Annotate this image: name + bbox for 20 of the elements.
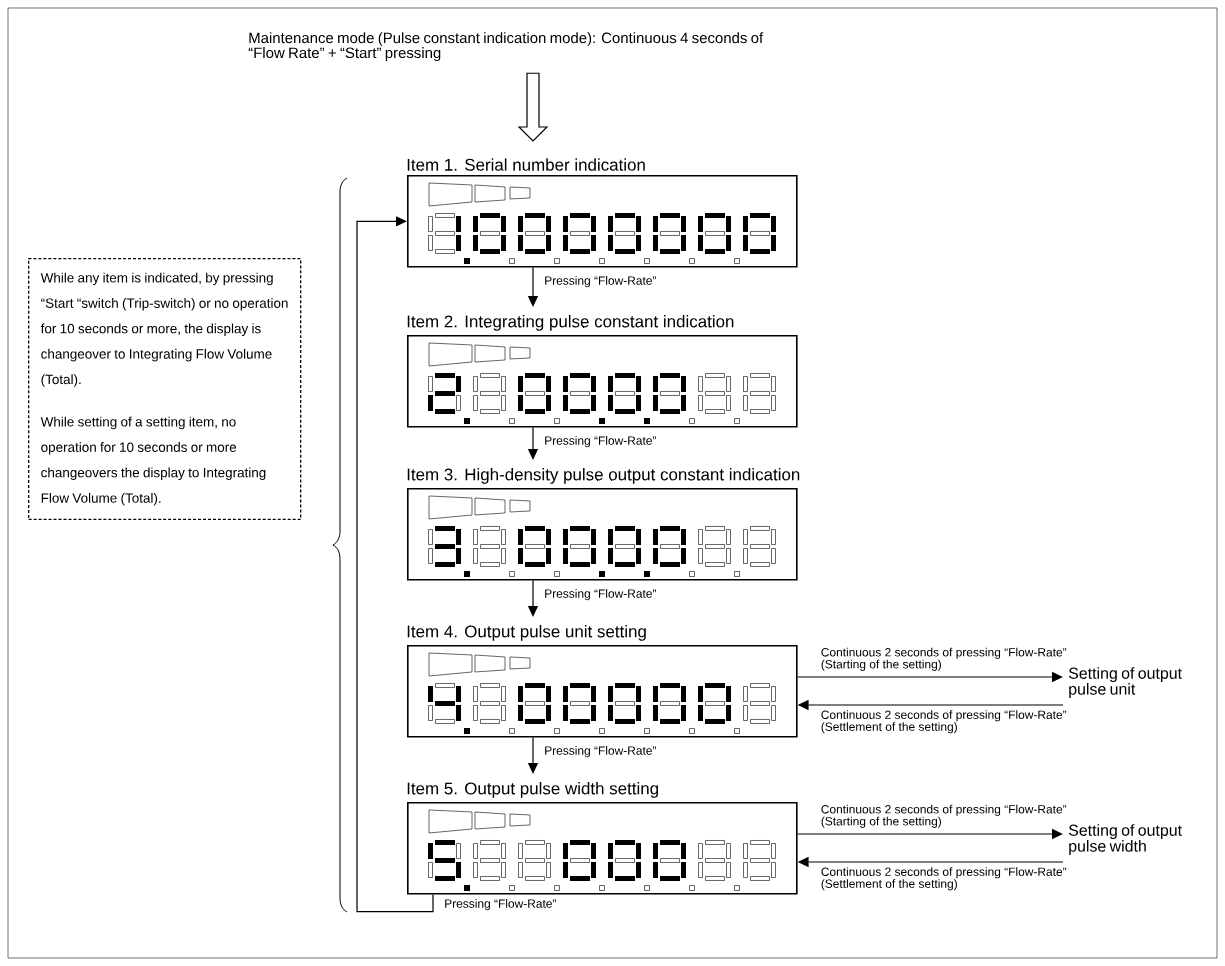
edge-label: Pressing “Flow-Rate” [545, 589, 656, 601]
edge-label: Continuous 2 seconds of pressing “Flow-Rate” (Settlement of the setting) [821, 867, 1067, 891]
note-box: While any item is indicated, by pressing “Start “switch (Trip-switch) or no operation for 10 seconds or more, the display is changeover to Integrating Flow Volume (Total). While setting of a setting item, no operation for 10 seconds or more changeovers the display to Integrating Flow Volume (Total). [28, 258, 302, 521]
edge-label: Pressing “Flow-Rate” [545, 436, 656, 448]
setting-text: Setting of output pulse unit [1068, 667, 1182, 698]
edge-label: Pressing “Flow-Rate” [545, 746, 656, 758]
return-arrow [356, 216, 434, 913]
hollow-arrow [517, 72, 549, 142]
edge-label: Continuous 2 seconds of pressing “Flow-Rate” (Settlement of the setting) [821, 710, 1067, 734]
display-heading: Item 4. Output pulse unit setting [407, 625, 646, 641]
display-heading: Item 5. Output pulse width setting [407, 782, 658, 798]
edge-label: Continuous 2 seconds of pressing “Flow-Rate” (Starting of the setting) [821, 804, 1067, 828]
mode-heading: Maintenance mode (Pulse constant indication mode): Continuous 4 seconds of “Flow Rate” + “Start” pressing [248, 32, 764, 62]
edge-label: Continuous 2 seconds of pressing “Flow-Rate” (Starting of the setting) [821, 647, 1067, 671]
setting-text: Setting of output pulse width [1068, 824, 1182, 855]
display-heading: Item 1. Serial number indication [407, 158, 645, 171]
edge-label: Pressing “Flow-Rate” [545, 276, 656, 288]
edge-label: Pressing “Flow-Rate” [445, 899, 556, 911]
display-heading: Item 2. Integrating pulse constant indication [407, 315, 734, 331]
display-heading: Item 3. High-density pulse output constant indication [407, 468, 800, 484]
